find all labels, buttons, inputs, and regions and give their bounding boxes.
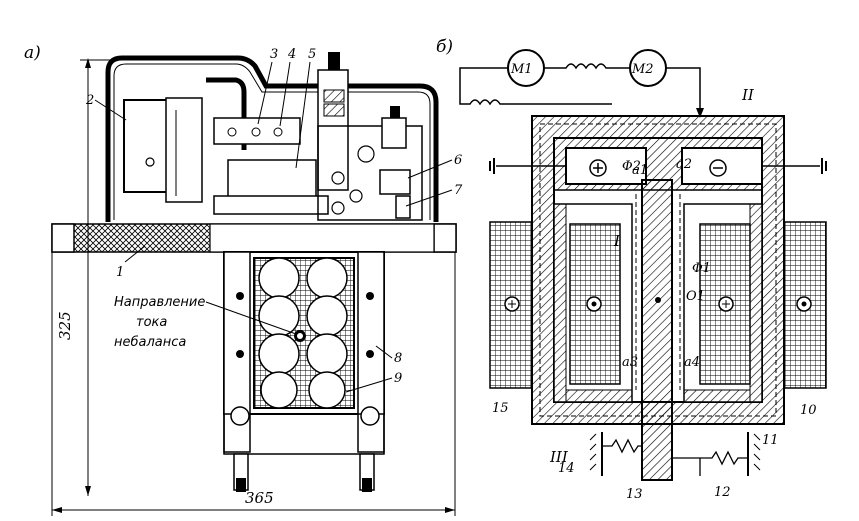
- point-a1: a1: [632, 163, 648, 178]
- annotation-line-2: тока: [136, 315, 167, 330]
- callout-7: 7: [454, 183, 463, 198]
- width-dimension-label: 365: [245, 489, 274, 507]
- panel-a-callouts: 1 2 3 4 5 6 7 8 9: [85, 47, 463, 393]
- point-a2: a2: [676, 157, 692, 172]
- spring-right: [672, 432, 761, 476]
- width-dimension: 365: [51, 230, 456, 516]
- callout-5: 5: [308, 47, 316, 62]
- ground-right: [762, 158, 827, 174]
- callout-11: 11: [762, 433, 779, 448]
- callout-6: 6: [454, 153, 462, 168]
- annotation-line-1: Направление: [114, 295, 205, 310]
- callout-1: 1: [116, 265, 124, 280]
- flux-lines: [539, 123, 777, 417]
- panel-a-tag: а): [24, 43, 41, 63]
- callout-12: 12: [714, 485, 731, 500]
- callout-13: 13: [626, 487, 643, 502]
- callout-4: 4: [287, 47, 296, 62]
- core-circles: [258, 257, 348, 409]
- flux-phi1: Φ1: [692, 261, 711, 276]
- feet: [230, 406, 380, 492]
- roman-2: II: [741, 86, 755, 104]
- roman-1: I: [613, 232, 621, 250]
- panel-b: б) M1 M2: [436, 37, 827, 502]
- panel-b-tag: б): [436, 37, 453, 57]
- callout-9: 9: [394, 371, 402, 386]
- coil-block: [123, 99, 169, 193]
- callout-15: 15: [492, 401, 509, 416]
- motor-m2-label: M2: [631, 62, 654, 77]
- callout-10: 10: [800, 403, 817, 418]
- imbalance-annotation: Направление тока небаланса: [114, 295, 297, 350]
- spring-left: [589, 432, 642, 476]
- flux-phi2: Φ2: [622, 159, 641, 174]
- armature: [641, 179, 673, 481]
- motor-m1-label: M1: [510, 62, 533, 77]
- callout-14: 14: [558, 461, 575, 476]
- point-a3: a3: [622, 355, 638, 370]
- ground-left: [489, 158, 566, 174]
- motor-circuit: M1 M2: [459, 49, 704, 118]
- height-dimension: 325: [56, 58, 110, 496]
- panel-b-labels: Φ2 Φ1 a1 a2 a3 a4 O1 I II III 10 11 12 1…: [492, 86, 817, 502]
- roman-3: III: [549, 448, 569, 466]
- callout-2: 2: [85, 93, 94, 108]
- annotation-line-3: небаланса: [114, 335, 186, 350]
- relay-cover: [105, 55, 439, 222]
- point-o1: O1: [686, 289, 705, 304]
- callout-3: 3: [270, 47, 278, 62]
- height-dimension-label: 325: [56, 311, 74, 340]
- callout-8: 8: [394, 351, 402, 366]
- panel-a: а) 325 365: [24, 43, 463, 516]
- point-a4: a4: [684, 355, 700, 370]
